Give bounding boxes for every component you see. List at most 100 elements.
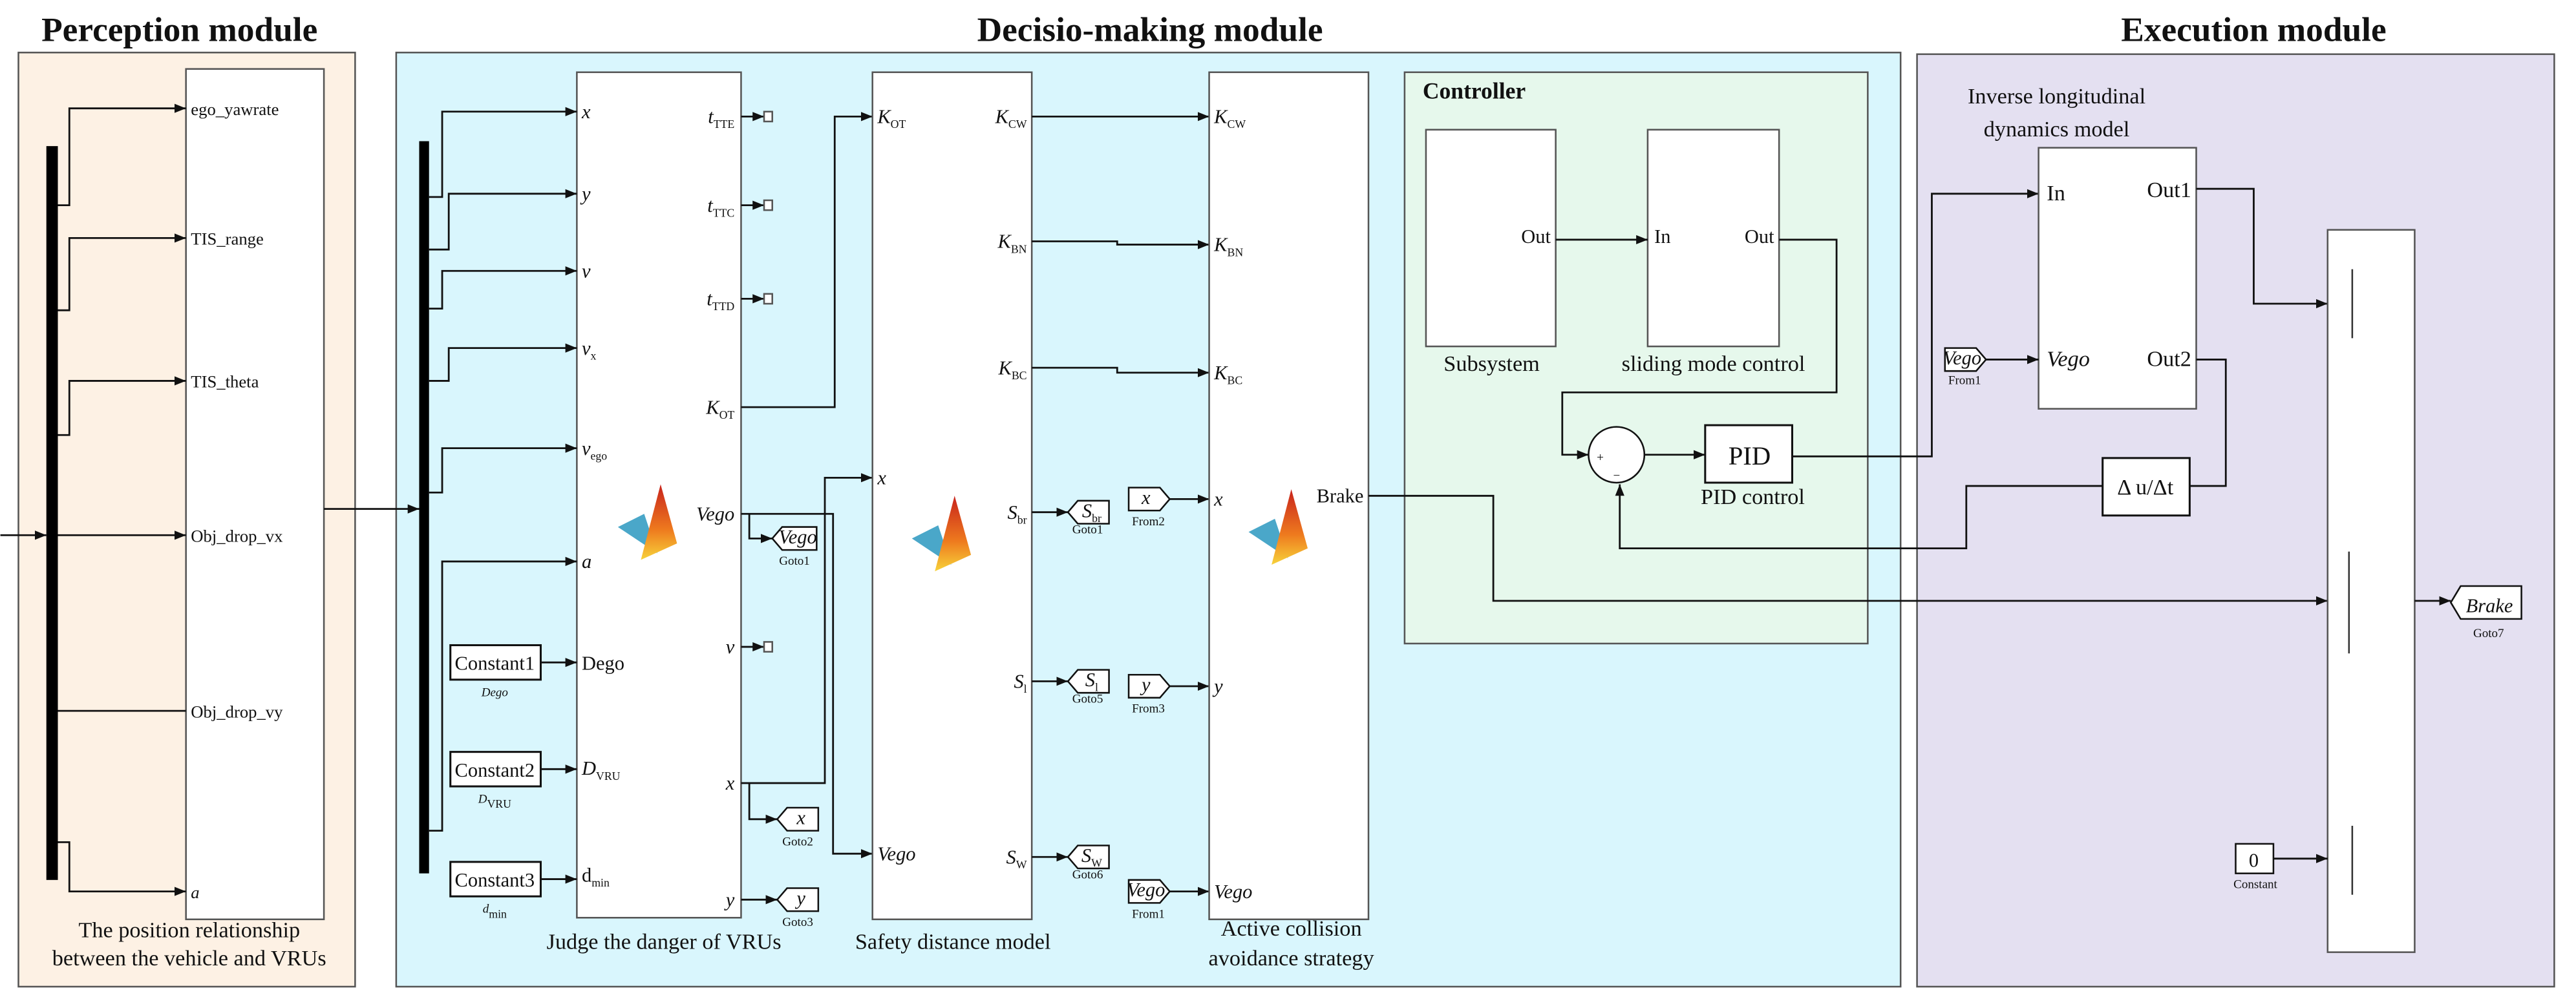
brake-output-label-main: Brake xyxy=(1317,485,1364,507)
goto-block-label: Sbr xyxy=(1082,499,1102,525)
constant-block[interactable]: Constant1 xyxy=(449,644,542,681)
constant-name: Constant2 xyxy=(455,759,535,781)
goto-block[interactable]: Sl xyxy=(1067,669,1110,694)
active-input-label-main: x xyxy=(1213,488,1223,510)
sliding-mode-control-block[interactable] xyxy=(1646,129,1780,348)
from-block[interactable]: Vego xyxy=(1127,879,1171,904)
safety-output-label-subscript: BC xyxy=(1012,369,1027,382)
active-input-label: Vego xyxy=(1214,881,1252,903)
perception-port-label: TIS_theta xyxy=(191,372,259,392)
smc-out-label: Out xyxy=(1745,226,1774,247)
judge-output-label: y xyxy=(724,888,735,910)
terminator-block[interactable] xyxy=(763,641,773,653)
subsystem-block[interactable] xyxy=(1425,129,1557,348)
brake-output-label: Brake xyxy=(1317,485,1364,507)
matlab-function-icon xyxy=(1248,489,1308,565)
goto-block[interactable]: x xyxy=(776,806,820,832)
safety-output-label-main: K xyxy=(997,231,1012,253)
judge-input-label-main: D xyxy=(581,757,596,779)
goto-block-shape xyxy=(771,526,818,551)
active-input-label-subscript: BN xyxy=(1227,246,1243,258)
constant-zero-block[interactable] xyxy=(2235,843,2275,874)
pid-to-inverse-line xyxy=(1792,189,2039,457)
from-block-label: y xyxy=(1140,674,1151,696)
judge-output-label-subscript: TTD xyxy=(712,300,735,313)
goto-block[interactable]: Sbr xyxy=(1067,499,1110,525)
pid-block[interactable] xyxy=(1704,424,1794,484)
constant-label-main: Dego xyxy=(481,686,508,699)
brake-line xyxy=(1368,494,2328,606)
constant-block[interactable]: Constant2 xyxy=(449,751,542,788)
position-relationship-block[interactable] xyxy=(185,68,325,921)
goto-block-label: y xyxy=(794,887,805,909)
goto-block-label-main: S xyxy=(1085,669,1095,691)
judge-output-label: tTTC xyxy=(707,194,734,220)
judge-input-label-main: v xyxy=(582,260,591,282)
judge-output-label-main: x xyxy=(725,772,735,794)
terminator-block[interactable] xyxy=(763,293,773,305)
perception-port-line xyxy=(58,103,186,206)
active-caption-line1: Active collision xyxy=(1221,916,1362,941)
judge-output-label: Vego xyxy=(696,503,734,525)
terminator-block[interactable] xyxy=(763,110,773,123)
goto-block-shape xyxy=(2449,585,2522,620)
goto-block-label-main: x xyxy=(796,806,805,828)
from-block-label: Vego xyxy=(1127,879,1165,901)
constant-box xyxy=(449,861,542,898)
pid-caption: PID control xyxy=(1701,485,1805,509)
pid-label: PID xyxy=(1729,441,1771,470)
from-block[interactable]: Vego xyxy=(1943,347,1987,372)
goto-block-label: Vego xyxy=(778,526,816,548)
from-block[interactable]: x xyxy=(1127,487,1171,512)
active-input-label-main: y xyxy=(1212,675,1223,697)
constant-label: DVRU xyxy=(478,792,511,810)
goto-block-label: Sl xyxy=(1085,669,1098,694)
constant-zero-value: 0 xyxy=(2249,849,2259,871)
constant-name: Constant3 xyxy=(455,869,535,891)
smc-caption: sliding mode control xyxy=(1622,352,1805,376)
judge-input-label: a xyxy=(582,551,591,572)
safety-caption: Safety distance model xyxy=(855,930,1051,954)
judge-output-label-subscript: OT xyxy=(719,408,735,421)
perception-port-label-main: Obj_drop_vy xyxy=(191,702,283,721)
constant-block[interactable]: Constant3 xyxy=(449,861,542,898)
judge-input-label-main: d xyxy=(582,864,591,886)
feedback-line xyxy=(1615,484,2103,549)
perception-port-line xyxy=(58,233,186,311)
perception-port-line xyxy=(58,376,186,436)
constant-label-main: D xyxy=(478,792,487,806)
inverse-vego-label: Vego xyxy=(2047,347,2090,372)
safety-input-label-main: K xyxy=(877,106,891,128)
judge-input-label: v xyxy=(582,260,591,282)
goto-block[interactable]: SW xyxy=(1067,845,1110,870)
active-collision-avoidance-block[interactable] xyxy=(1208,71,1370,921)
mux-block[interactable] xyxy=(2326,229,2416,953)
from-block-label-main: x xyxy=(1141,487,1151,509)
goto-name: Goto1 xyxy=(1072,523,1103,537)
goto-block[interactable]: y xyxy=(776,887,820,912)
constant-label-subscript: VRU xyxy=(487,797,511,810)
safety-output-label-subscript: BN xyxy=(1011,242,1027,255)
judge-input-label-main: x xyxy=(581,101,591,123)
safety-input-label-main: Vego xyxy=(877,843,915,865)
goto-block[interactable]: Brake xyxy=(2449,585,2522,620)
goto-block[interactable]: Vego xyxy=(771,526,818,551)
from-block[interactable]: y xyxy=(1127,674,1171,699)
goto-block-label: SW xyxy=(1081,845,1102,870)
safety-distance-block[interactable] xyxy=(871,71,1033,921)
goto-block-label-main: y xyxy=(794,887,805,909)
decision-module-title: Decisio-making module xyxy=(977,10,1323,49)
safety-input-label-main: x xyxy=(877,467,886,489)
judge-input-label: DVRU xyxy=(581,757,621,782)
goto-block-label-main: S xyxy=(1082,499,1092,521)
active-input-label-subscript: CW xyxy=(1227,118,1246,131)
derivative-block[interactable] xyxy=(2102,457,2191,517)
goto-block-label-main: S xyxy=(1081,845,1091,866)
terminator-block[interactable] xyxy=(763,199,773,211)
judge-output-label: tTTD xyxy=(707,288,734,313)
judge-input-label-main: Dego xyxy=(582,653,624,675)
goto-block-shape xyxy=(1067,845,1110,870)
inverse-longitudinal-dynamics-block[interactable] xyxy=(2038,147,2197,410)
goto-name: Goto5 xyxy=(1072,692,1103,706)
active-input-label: KBC xyxy=(1213,362,1242,387)
